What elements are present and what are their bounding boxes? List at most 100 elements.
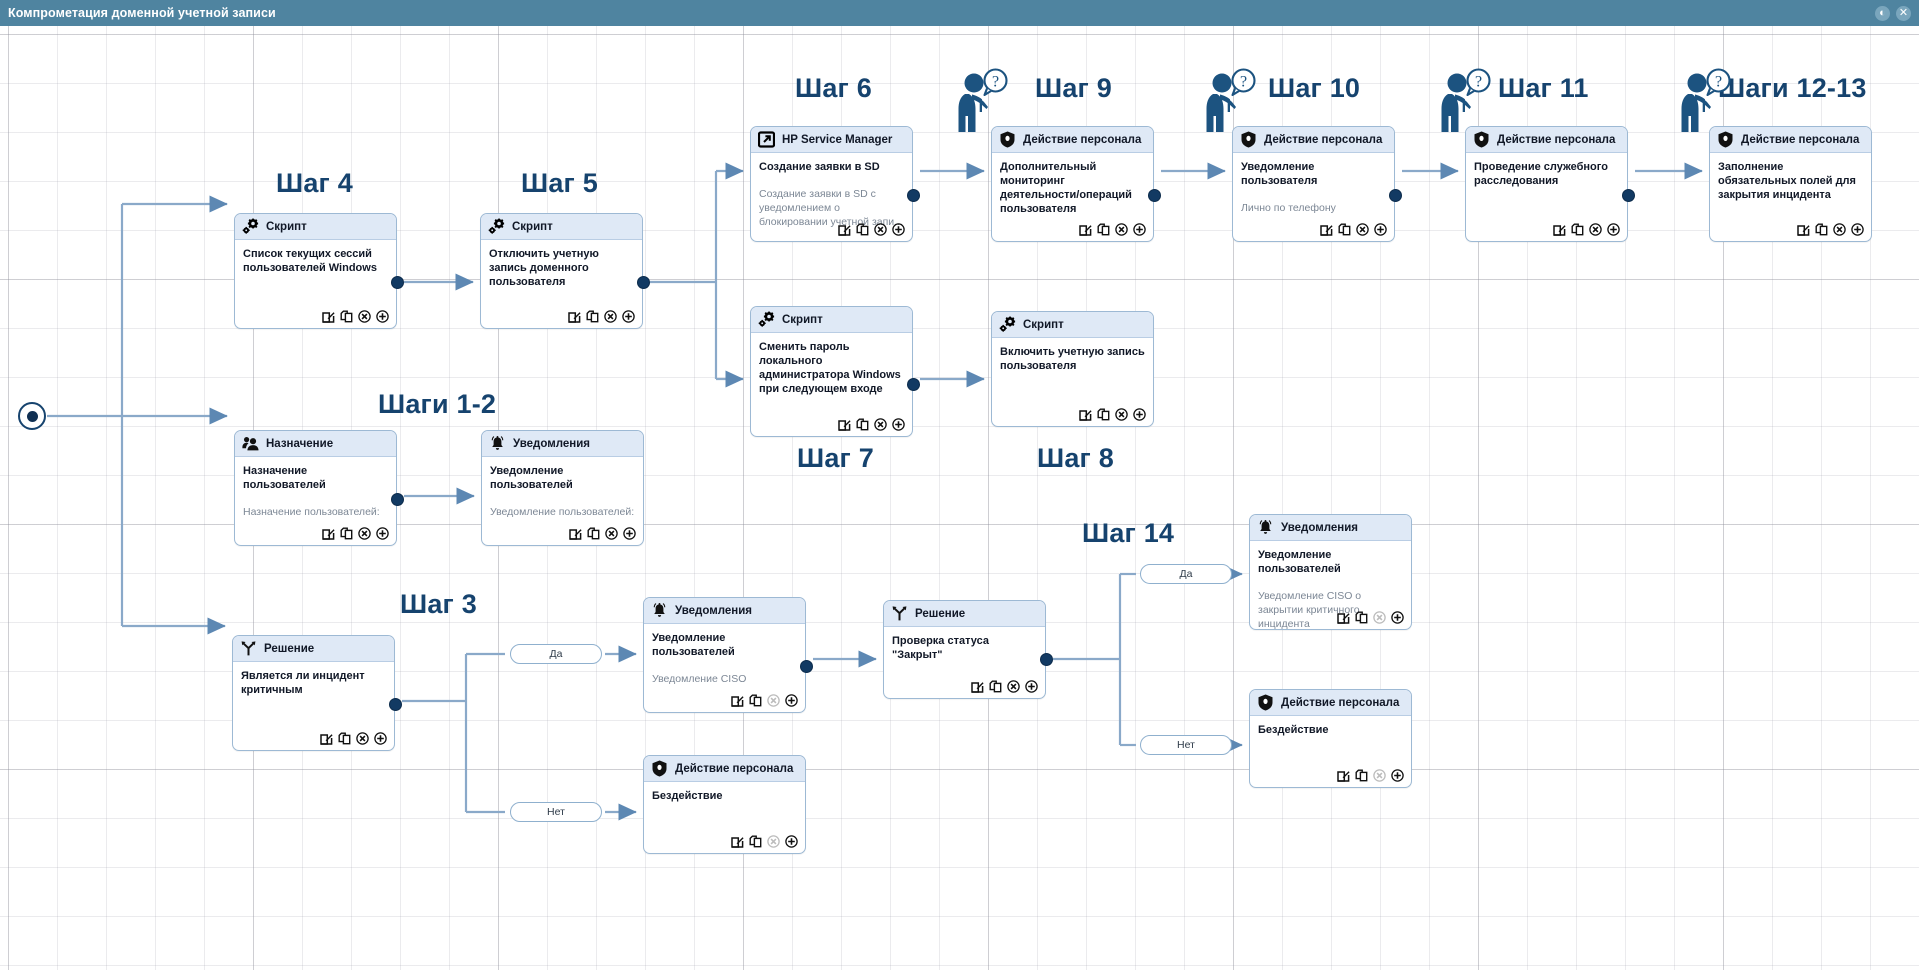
edit-icon[interactable] [971, 680, 984, 693]
delete-icon[interactable] [1115, 408, 1128, 421]
node-output-port[interactable] [1389, 189, 1402, 202]
node-output-port[interactable] [1040, 653, 1053, 666]
copy-icon[interactable] [1815, 223, 1828, 236]
copy-icon[interactable] [749, 835, 762, 848]
copy-icon[interactable] [1355, 769, 1368, 782]
copy-icon[interactable] [338, 732, 351, 745]
copy-icon[interactable] [586, 310, 599, 323]
branch-label-no[interactable]: Нет [510, 802, 602, 822]
edit-icon[interactable] [569, 527, 582, 540]
edit-icon[interactable] [731, 694, 744, 707]
add-icon[interactable] [892, 223, 905, 236]
copy-icon[interactable] [1097, 408, 1110, 421]
branch-label-no[interactable]: Нет [1140, 735, 1232, 755]
node-output-port[interactable] [800, 660, 813, 673]
help-icon[interactable]: ◐ [1875, 5, 1890, 21]
edit-icon[interactable] [320, 732, 333, 745]
add-icon[interactable] [892, 418, 905, 431]
add-icon[interactable] [1374, 223, 1387, 236]
copy-icon[interactable] [989, 680, 1002, 693]
copy-icon[interactable] [1097, 223, 1110, 236]
edit-icon[interactable] [1079, 223, 1092, 236]
copy-icon[interactable] [587, 527, 600, 540]
node-output-port[interactable] [1148, 189, 1161, 202]
add-icon[interactable] [623, 527, 636, 540]
add-icon[interactable] [1607, 223, 1620, 236]
add-icon[interactable] [376, 527, 389, 540]
edit-icon[interactable] [322, 310, 335, 323]
edit-icon[interactable] [731, 835, 744, 848]
copy-icon[interactable] [856, 223, 869, 236]
edit-icon[interactable] [322, 527, 335, 540]
add-icon[interactable] [376, 310, 389, 323]
add-icon[interactable] [785, 694, 798, 707]
edit-icon[interactable] [838, 418, 851, 431]
edit-icon[interactable] [1797, 223, 1810, 236]
add-icon[interactable] [1133, 223, 1146, 236]
delete-icon[interactable] [356, 732, 369, 745]
copy-icon[interactable] [856, 418, 869, 431]
branch-label-yes[interactable]: Да [1140, 564, 1232, 584]
delete-icon[interactable] [605, 527, 618, 540]
add-icon[interactable] [1391, 611, 1404, 624]
delete-icon[interactable] [358, 310, 371, 323]
delete-icon[interactable] [358, 527, 371, 540]
edit-icon[interactable] [1079, 408, 1092, 421]
branch-label-yes[interactable]: Да [510, 644, 602, 664]
edit-icon[interactable] [838, 223, 851, 236]
delete-icon[interactable] [1833, 223, 1846, 236]
delete-icon[interactable] [604, 310, 617, 323]
copy-icon[interactable] [1338, 223, 1351, 236]
node-output-port[interactable] [907, 189, 920, 202]
copy-icon[interactable] [340, 527, 353, 540]
edit-icon[interactable] [1337, 611, 1350, 624]
node-output-port[interactable] [391, 276, 404, 289]
edit-icon[interactable] [568, 310, 581, 323]
node-output-port[interactable] [391, 493, 404, 506]
copy-icon[interactable] [1571, 223, 1584, 236]
delete-icon[interactable] [874, 223, 887, 236]
delete-icon[interactable] [1589, 223, 1602, 236]
delete-icon[interactable] [1115, 223, 1128, 236]
add-icon[interactable] [374, 732, 387, 745]
node-output-port[interactable] [907, 378, 920, 391]
delete-icon[interactable] [874, 418, 887, 431]
add-icon[interactable] [622, 310, 635, 323]
edit-icon[interactable] [1553, 223, 1566, 236]
copy-icon[interactable] [1355, 611, 1368, 624]
copy-icon[interactable] [749, 694, 762, 707]
edit-icon[interactable] [1320, 223, 1333, 236]
edit-icon[interactable] [1337, 769, 1350, 782]
delete-icon[interactable] [1356, 223, 1369, 236]
start-node[interactable] [18, 402, 46, 430]
delete-icon[interactable] [1007, 680, 1020, 693]
close-icon[interactable]: ✕ [1896, 5, 1911, 21]
node-output-port[interactable] [389, 698, 402, 711]
copy-icon[interactable] [340, 310, 353, 323]
add-icon[interactable] [785, 835, 798, 848]
add-icon[interactable] [1391, 769, 1404, 782]
add-icon[interactable] [1851, 223, 1864, 236]
node-output-port[interactable] [637, 276, 650, 289]
add-icon[interactable] [1133, 408, 1146, 421]
node-output-port[interactable] [1622, 189, 1635, 202]
add-icon[interactable] [1025, 680, 1038, 693]
